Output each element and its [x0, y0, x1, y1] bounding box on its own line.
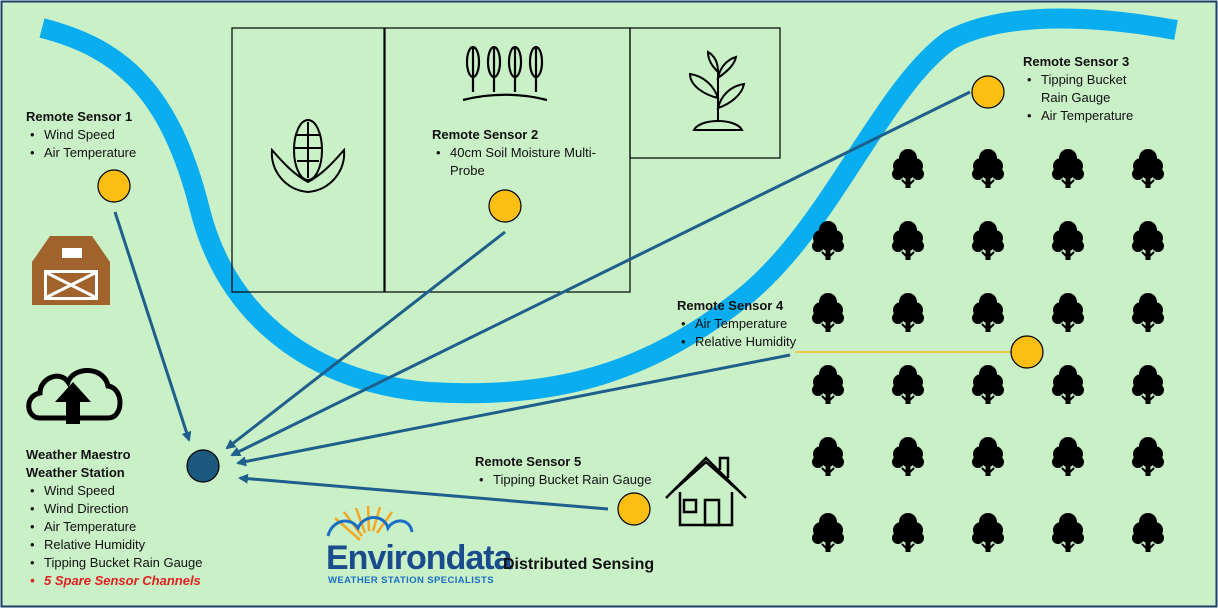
sensor-2-node[interactable] [488, 189, 522, 223]
sensor-4-node[interactable] [1010, 335, 1044, 369]
link-sensor-4 [236, 353, 791, 467]
sensor-4-title: Remote Sensor 4 [677, 298, 784, 313]
sensor-3-label: Remote Sensor 3 Tipping Bucket Rain Gaug… [1023, 53, 1153, 125]
link-sensor-3 [230, 90, 971, 457]
cloud-upload-icon [26, 368, 123, 424]
house-icon [665, 456, 747, 527]
sensor-1-title: Remote Sensor 1 [26, 109, 133, 124]
sensor-3-item: Air Temperature [1027, 107, 1153, 125]
field-seedling [629, 27, 781, 159]
sensor-1-label: Remote Sensor 1 Wind Speed Air Temperatu… [26, 108, 136, 162]
sensor-1-item: Wind Speed [30, 126, 136, 144]
link-sensor-2 [225, 230, 506, 450]
barn-icon [32, 236, 110, 305]
sensor-1-node[interactable] [97, 169, 131, 203]
sensor-5-node[interactable] [617, 492, 651, 526]
sensor-2-item: 40cm Soil Moisture Multi-Probe [436, 144, 602, 180]
sensor-3-item: Tipping Bucket Rain Gauge [1027, 71, 1153, 107]
station-item: Wind Speed [30, 482, 203, 500]
sensor-links [113, 90, 971, 511]
link-sensor-1 [113, 211, 192, 442]
river [39, 8, 1178, 404]
sensor-4-item: Relative Humidity [681, 333, 796, 351]
weather-station-label: Weather Maestro Weather Station Wind Spe… [26, 446, 203, 590]
sensor-3-title: Remote Sensor 3 [1023, 54, 1130, 69]
station-spare-channels: 5 Spare Sensor Channels [30, 572, 203, 590]
sensor-4-label: Remote Sensor 4 Air Temperature Relative… [677, 297, 796, 351]
brand-tagline: WEATHER STATION SPECIALISTS [328, 575, 494, 586]
sensor-5-item: Tipping Bucket Rain Gauge [479, 471, 651, 489]
sensor-3-node[interactable] [971, 75, 1005, 109]
station-item: Tipping Bucket Rain Gauge [30, 554, 202, 572]
sensor-2-title: Remote Sensor 2 [432, 127, 539, 142]
field-corn [231, 27, 385, 293]
weather-station-node[interactable] [186, 449, 220, 483]
sunrise-icon [326, 505, 414, 541]
station-title-line1: Weather Maestro [26, 447, 131, 462]
station-title-line2: Weather Station [26, 465, 125, 480]
corn-icon [270, 119, 346, 194]
link-sensor-5 [238, 473, 609, 511]
sensor-5-label: Remote Sensor 5 Tipping Bucket Rain Gaug… [475, 453, 652, 489]
brand-name: Environdata [326, 539, 512, 577]
field-wheat [384, 27, 631, 293]
station-item: Wind Direction [30, 500, 203, 518]
brand-caption: Distributed Sensing [503, 556, 655, 573]
sensor-2-label: Remote Sensor 2 40cm Soil Moisture Multi… [432, 126, 602, 180]
station-item: Air Temperature [30, 518, 203, 536]
station-item: Relative Humidity [30, 536, 203, 554]
wheat-icon [462, 45, 548, 102]
seedling-icon [688, 50, 746, 131]
sensor-4-item: Air Temperature [681, 315, 796, 333]
sensor-1-item: Air Temperature [30, 144, 136, 162]
sensor-5-title: Remote Sensor 5 [475, 454, 582, 469]
